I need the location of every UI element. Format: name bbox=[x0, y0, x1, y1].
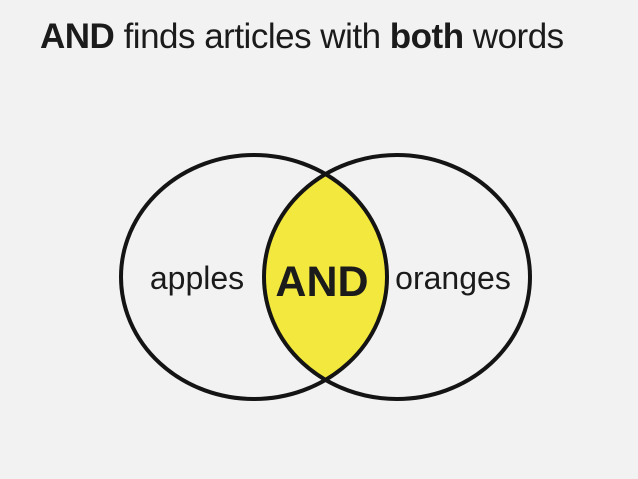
venn-intersection-region bbox=[264, 155, 387, 399]
venn-label-left-set: apples bbox=[150, 260, 244, 296]
slide-title: AND finds articles with both words bbox=[40, 19, 564, 54]
venn-circle-right bbox=[262, 153, 532, 401]
title-segment-end: words bbox=[463, 17, 564, 56]
title-segment-both: both bbox=[389, 17, 464, 56]
venn-label-intersection: AND bbox=[275, 258, 368, 306]
title-segment-and: AND bbox=[40, 17, 124, 56]
title-segment-middle: finds articles with bbox=[123, 17, 390, 56]
venn-label-right-set: oranges bbox=[395, 260, 511, 296]
venn-circle-left bbox=[119, 153, 389, 401]
